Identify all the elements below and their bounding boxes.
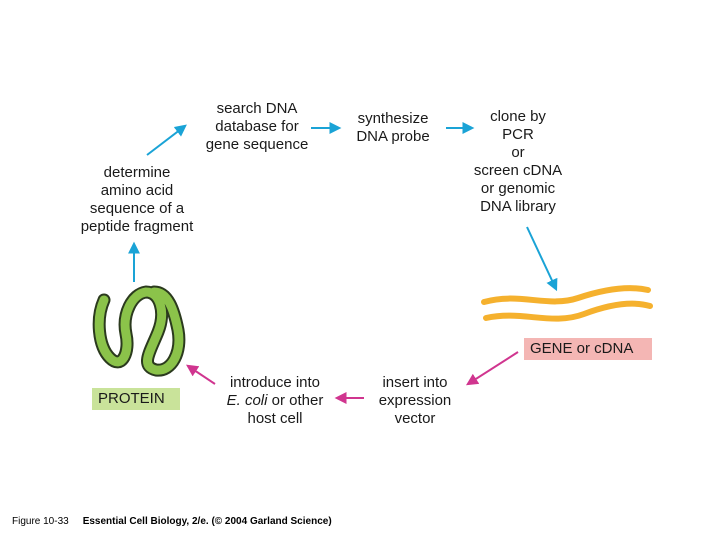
arrow-introduce-to-protein <box>186 364 216 385</box>
introduce-line-2-rest: or other <box>267 392 324 409</box>
arrow-clone-to-gene <box>526 226 558 292</box>
figure-source: Essential Cell Biology, 2/e. (© 2004 Gar… <box>82 516 332 527</box>
gene-label: GENE or cDNA <box>524 338 652 360</box>
gene-cdna-illustration <box>481 285 653 322</box>
protein-label: PROTEIN <box>92 388 180 410</box>
figure-number: Figure 10-33 <box>12 516 69 527</box>
step-introduce-host: introduce into E. coli or other host cel… <box>208 374 342 428</box>
step-clone-or-screen: clone by PCR or screen cDNA or genomic D… <box>473 108 563 215</box>
arrow-determine-to-search <box>146 124 187 156</box>
introduce-line-1: introduce into <box>229 374 321 391</box>
introduce-line-2: E. coli or other <box>208 392 342 410</box>
step-synthesize-probe: synthesize DNA probe <box>356 110 430 145</box>
step-insert-vector: insert into expression vector <box>378 374 452 427</box>
step-search-database: search DNA database for gene sequence <box>205 100 309 153</box>
introduce-species: E. coli <box>226 392 268 409</box>
figure-caption: Figure 10-33 Essential Cell Biology, 2/e.… <box>12 516 332 527</box>
introduce-line-3: host cell <box>247 410 303 427</box>
step-determine-sequence: determine amino acid sequence of a pepti… <box>80 164 194 235</box>
arrow-gene-to-insert <box>465 351 519 386</box>
